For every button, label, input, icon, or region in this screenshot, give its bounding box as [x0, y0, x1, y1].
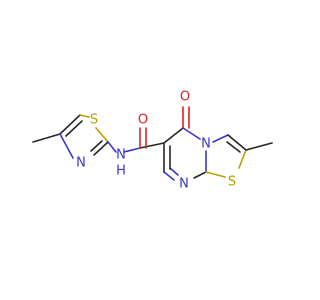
- bond-methyl-fused: [245, 142, 273, 151]
- atom-h-amide: H: [116, 164, 126, 179]
- bond-c3-c2-double: [226, 141, 241, 153]
- bonds: [32, 106, 273, 181]
- bond-c2-n-ring: [93, 141, 109, 156]
- bond-c6-c5: [163, 127, 184, 144]
- bond-c4-c5-double: [65, 120, 83, 137]
- bond-c4-c5: [59, 114, 81, 135]
- bond-n-bridge-c3: [212, 134, 229, 143]
- bond-c2-n-ring-double: [90, 140, 103, 152]
- atom-s-fused: S: [228, 175, 236, 190]
- atom-n-pyrimidine: N: [179, 177, 189, 192]
- bond-n-c4: [59, 133, 74, 159]
- atom-labels: S N N H O O N N S: [76, 90, 236, 192]
- atom-s-thiazole: S: [90, 113, 98, 128]
- molecule-structure: S N N H O O N N S: [32, 90, 273, 192]
- bond-carbonyl-c6: [139, 142, 165, 149]
- bond-n-pyr-c7-double: [169, 167, 179, 176]
- bond-s-c2: [95, 127, 109, 143]
- bond-c5-s: [79, 114, 90, 118]
- atom-o-amide: O: [138, 113, 148, 128]
- bond-c2-s-fused: [238, 149, 247, 169]
- bond-s-fused-c8a: [205, 171, 226, 178]
- atom-n-thiazole: N: [76, 156, 86, 171]
- bond-c2-nh: [107, 141, 117, 153]
- bond-c8a-n-pyr: [193, 171, 207, 179]
- bond-n-pyr-c7: [163, 171, 175, 181]
- atom-n-bridge: N: [201, 137, 211, 152]
- atom-o-ketone: O: [180, 90, 190, 105]
- bond-nh-carbonyl: [123, 147, 141, 153]
- bond-c5-n-bridge: [182, 127, 201, 140]
- bond-methyl-thiazole: [32, 133, 61, 143]
- atom-n-amide: N: [116, 148, 126, 163]
- bond-c3-c2: [227, 134, 247, 151]
